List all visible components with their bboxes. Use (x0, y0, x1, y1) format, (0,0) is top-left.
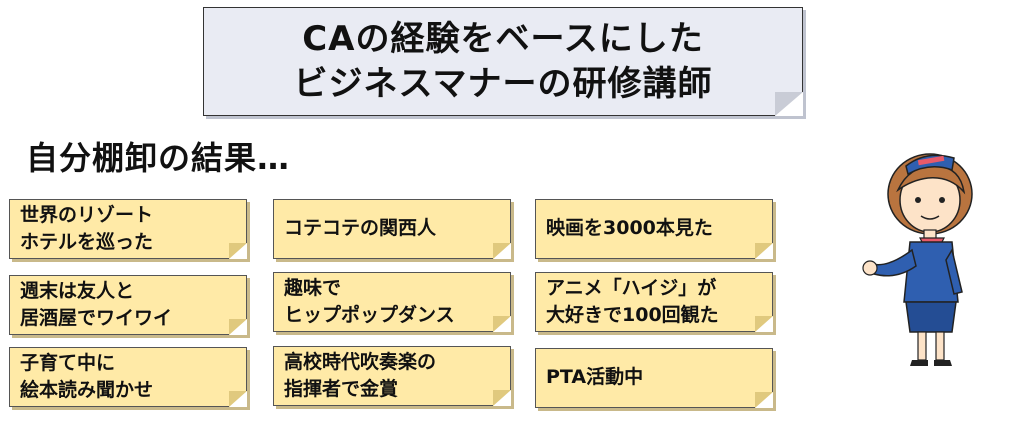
note-line: ホテルを巡った (20, 231, 154, 253)
note-line: 週末は友人と (20, 280, 135, 302)
note-line: 大好きで100回観た (546, 304, 719, 326)
note-line: 趣味で (284, 277, 342, 299)
note-line: コテコテの関西人 (284, 216, 437, 239)
note-line: 居酒屋でワイワイ (20, 307, 173, 329)
note-line: アニメ「ハイジ」が (546, 277, 717, 299)
subtitle: 自分棚卸の結果… (26, 139, 291, 177)
note-line: 絵本読み聞かせ (20, 379, 154, 401)
note-picture-books: 子育て中に 絵本読み聞かせ (9, 347, 247, 407)
note-hiphop: 趣味で ヒップポップダンス (273, 272, 511, 332)
flight-attendant-illustration (862, 153, 973, 366)
note-movies: 映画を3000本見た (535, 199, 773, 259)
title-line-2: ビジネスマナーの研修講師 (293, 63, 713, 104)
title-line-1: CAの経験をベースにした (302, 18, 704, 59)
note-line: PTA活動中 (546, 365, 644, 388)
note-kansai: コテコテの関西人 (273, 199, 511, 259)
note-line: 世界のリゾート (20, 204, 154, 226)
note-line: 子育て中に (20, 352, 116, 374)
note-line: 映画を3000本見た (546, 216, 713, 239)
note-pta: PTA活動中 (535, 348, 773, 408)
note-line: 指揮者で金賞 (284, 378, 399, 400)
note-line: 高校時代吹奏楽の (284, 351, 437, 373)
title-banner: CAの経験をベースにした ビジネスマナーの研修講師 (203, 7, 803, 116)
note-band-conductor: 高校時代吹奏楽の 指揮者で金賞 (273, 346, 511, 406)
note-izakaya: 週末は友人と 居酒屋でワイワイ (9, 275, 247, 335)
note-line: ヒップポップダンス (284, 304, 455, 326)
note-heidi: アニメ「ハイジ」が 大好きで100回観た (535, 272, 773, 332)
note-resort-hotels: 世界のリゾート ホテルを巡った (9, 199, 247, 259)
